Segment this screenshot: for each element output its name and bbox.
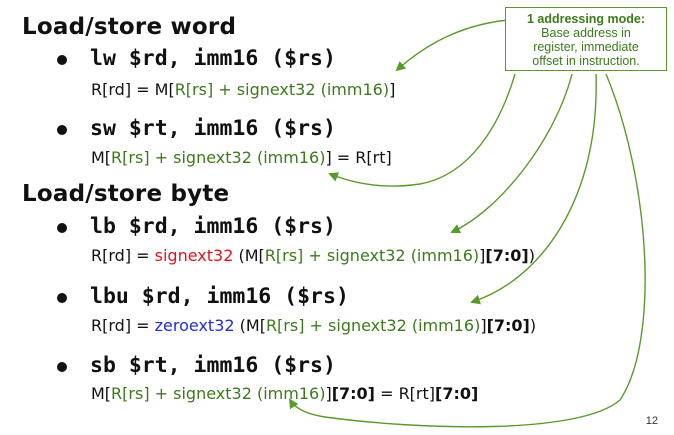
semantics-lb-part1: R[rd] = xyxy=(91,246,155,265)
arrow-to-sw xyxy=(328,73,516,187)
semantics-lbu-address: R[rs] + signext32 (imm16) xyxy=(265,316,481,335)
arrow-to-lbu xyxy=(470,73,597,305)
code-sw: sw $rt, imm16 ($rs) xyxy=(90,116,336,141)
semantics-sw-address: R[rs] + signext32 (imm16) xyxy=(111,148,326,167)
heading-load-store-word: Load/store word xyxy=(22,14,237,40)
semantics-lb-part2: (M[ xyxy=(233,246,265,265)
semantics-lw-address: R[rs] + signext32 (imm16) xyxy=(174,80,390,99)
bullet-lbu xyxy=(57,293,67,303)
bullet-lb xyxy=(57,223,67,233)
semantics-lbu-part1: R[rd] = xyxy=(91,316,155,335)
heading-load-store-byte: Load/store byte xyxy=(22,181,230,207)
bullet-sb xyxy=(57,362,67,372)
semantics-sw-part1: M[ xyxy=(91,148,112,167)
semantics-lw-part2: ] xyxy=(389,80,396,99)
addressing-mode-note: 1 addressing mode: Base address in regis… xyxy=(505,7,667,71)
semantics-lb-part4: ) xyxy=(528,246,535,265)
semantics-lw: R[rd] = M[R[rs] + signext32 (imm16)] xyxy=(91,80,395,99)
code-lb: lb $rd, imm16 ($rs) xyxy=(90,214,336,239)
semantics-sb-bits2: [7:0] xyxy=(435,384,479,403)
semantics-lbu-part2: (M[ xyxy=(234,316,266,335)
bullet-lw xyxy=(57,55,67,65)
semantics-sb: M[R[rs] + signext32 (imm16)][7:0] = R[rt… xyxy=(91,384,478,403)
note-line-2: register, immediate xyxy=(533,40,639,54)
semantics-lb-address: R[rs] + signext32 (imm16) xyxy=(264,246,480,265)
code-lbu: lbu $rd, imm16 ($rs) xyxy=(90,284,349,309)
semantics-lbu-bits: [7:0] xyxy=(486,316,530,335)
semantics-sw: M[R[rs] + signext32 (imm16)] = R[rt] xyxy=(91,148,392,167)
semantics-sb-part3: = R[rt] xyxy=(374,384,436,403)
semantics-lw-part1: R[rd] = M[ xyxy=(91,80,175,99)
semantics-sw-part2: ] = R[rt] xyxy=(325,148,392,167)
note-title: 1 addressing mode: xyxy=(526,12,646,26)
arrow-to-lb xyxy=(450,73,573,234)
arrow-to-sb xyxy=(288,73,646,428)
semantics-lbu-part3: ] xyxy=(480,316,487,335)
note-line-1: Base address in xyxy=(541,26,631,40)
arrow-to-lw xyxy=(395,19,509,72)
semantics-lbu-part4: ) xyxy=(529,316,537,335)
code-sb: sb $rt, imm16 ($rs) xyxy=(90,353,336,378)
semantics-sb-part2: ] xyxy=(325,384,332,403)
code-lw: lw $rd, imm16 ($rs) xyxy=(90,46,336,71)
bullet-sw xyxy=(57,125,67,135)
page-number: 12 xyxy=(645,415,658,427)
semantics-lb-signext: signext32 xyxy=(154,246,234,265)
semantics-sb-part1: M[ xyxy=(91,384,112,403)
semantics-lb-part3: ] xyxy=(479,246,486,265)
semantics-lb: R[rd] = signext32 (M[R[rs] + signext32 (… xyxy=(91,246,535,265)
semantics-sb-bits1: [7:0] xyxy=(331,384,375,403)
semantics-lb-bits: [7:0] xyxy=(485,246,529,265)
semantics-sb-address: R[rs] + signext32 (imm16) xyxy=(111,384,326,403)
note-line-3: offset in instruction. xyxy=(532,54,640,68)
semantics-lbu: R[rd] = zeroext32 (M[R[rs] + signext32 (… xyxy=(91,316,536,335)
semantics-lbu-zeroext: zeroext32 xyxy=(154,316,235,335)
